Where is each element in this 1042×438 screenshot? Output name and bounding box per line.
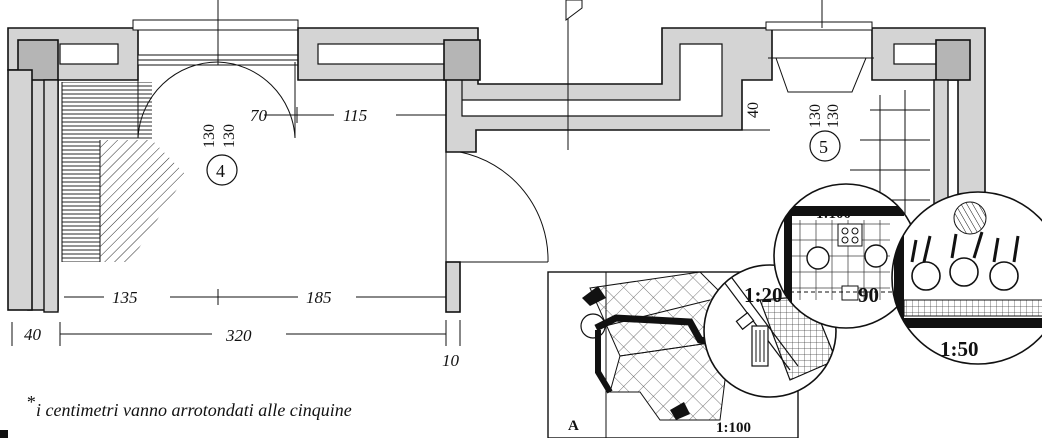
center-wall-group bbox=[297, 0, 773, 262]
room-marker-4-label: 4 bbox=[216, 161, 225, 181]
detail-circle-1-100: 1:100 90 bbox=[773, 183, 919, 329]
left-wall-group bbox=[7, 27, 139, 313]
section-letter-a: A bbox=[568, 418, 579, 434]
window-top-left bbox=[132, 0, 299, 66]
dimension-40-left: 40 bbox=[24, 325, 42, 344]
scale-label-1-20: 1:20 bbox=[744, 283, 783, 307]
scale-label-1-100-bottom: 1:100 bbox=[716, 420, 751, 436]
wall-stub-lower bbox=[445, 261, 461, 313]
room-marker-5-label: 5 bbox=[819, 137, 828, 157]
dimension-320: 320 bbox=[225, 326, 252, 345]
door-swing-center bbox=[459, 151, 549, 263]
dimension-70: 70 bbox=[250, 106, 268, 125]
footnote: * i centimetri vanno arrotondati alle ci… bbox=[26, 392, 352, 420]
dimension-lines bbox=[11, 107, 770, 346]
scale-label-1-100-top: 1:100 bbox=[816, 206, 851, 222]
dimension-135: 135 bbox=[112, 288, 138, 307]
detail-circle-1-50: 1:50 bbox=[891, 191, 1042, 365]
dimension-130-left-a: 130 bbox=[201, 124, 218, 148]
dimension-185: 185 bbox=[306, 288, 332, 307]
dimension-10: 10 bbox=[442, 351, 460, 370]
column-center bbox=[443, 39, 481, 81]
footnote-text: i centimetri vanno arrotondati alle cinq… bbox=[36, 400, 352, 420]
room-marker-4: 4 bbox=[206, 154, 238, 186]
door-swing-left bbox=[137, 61, 296, 139]
scale-label-1-50: 1:50 bbox=[940, 337, 979, 361]
dimension-90: 90 bbox=[858, 283, 879, 307]
dimension-40-right: 40 bbox=[745, 102, 762, 118]
dimension-115: 115 bbox=[343, 106, 367, 125]
footnote-asterisk: * bbox=[26, 392, 35, 412]
dimension-130-right-a: 130 bbox=[807, 104, 824, 128]
dimension-130-right-b: 130 bbox=[825, 104, 842, 128]
page-corner-mark bbox=[0, 430, 8, 438]
dimension-130-left-b: 130 bbox=[221, 124, 238, 148]
wall-left-vertical bbox=[7, 69, 33, 311]
room-marker-5: 5 bbox=[809, 130, 841, 162]
column-right bbox=[935, 39, 971, 81]
stair-hatching bbox=[61, 82, 186, 262]
